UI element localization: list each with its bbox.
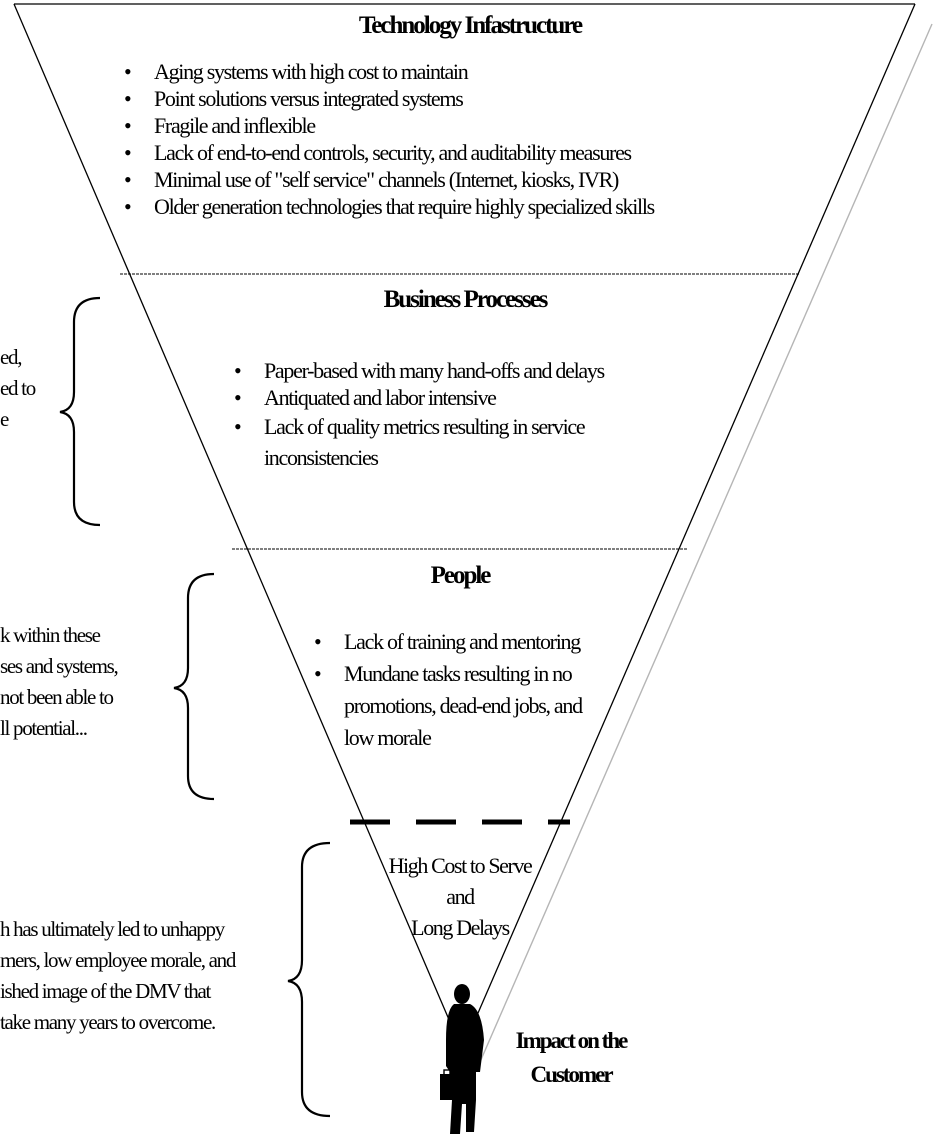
side-note-line: mers, low employee morale, and xyxy=(0,948,236,972)
list-item: Point solutions versus integrated system… xyxy=(120,85,840,112)
list-item: Lack of training and mentoring xyxy=(310,626,630,658)
side-note-line: ed, xyxy=(0,345,22,369)
brace-people xyxy=(173,572,215,801)
layer-title-people: People xyxy=(430,562,492,589)
tip-line-3: Long Delays xyxy=(411,915,510,940)
list-item: Paper-based with many hand-offs and dela… xyxy=(230,357,650,384)
list-item: Fragile and inflexible xyxy=(120,112,840,139)
brace-impact xyxy=(287,841,331,1118)
list-item: Lack of end-to-end controls, security, a… xyxy=(120,139,840,166)
list-item: Aging systems with high cost to maintain xyxy=(120,58,840,85)
side-note-business: ed, ed to e xyxy=(0,342,36,435)
side-note-line: ed to xyxy=(0,376,36,400)
list-item: Older generation technologies that requi… xyxy=(120,193,840,220)
side-note-line: k within these xyxy=(0,623,101,647)
side-note-line: take many years to overcome. xyxy=(0,1010,216,1034)
funnel-left-edge xyxy=(13,3,463,1051)
tip-line-2: and xyxy=(446,884,475,909)
impact-line-2: Customer xyxy=(530,1062,613,1087)
funnel-shadow-line xyxy=(479,23,933,1063)
list-item: Antiquated and labor intensive xyxy=(230,384,650,411)
side-note-line: h has ultimately led to unhappy xyxy=(0,917,225,941)
business-processes-bullet-list: Paper-based with many hand-offs and dela… xyxy=(230,357,650,473)
side-note-line: ll potential... xyxy=(0,716,88,740)
list-item: Mundane tasks resulting in no promotions… xyxy=(310,658,614,754)
side-note-line: ished image of the DMV that xyxy=(0,979,211,1003)
side-note-line: e xyxy=(0,407,9,431)
side-note-line: not been able to xyxy=(0,685,114,709)
layer-title-technology: Technology Infastructure xyxy=(358,12,583,39)
list-item: Lack of quality metrics resulting in ser… xyxy=(230,411,624,473)
impact-line-1: Impact on the xyxy=(515,1028,629,1053)
side-note-line: ses and systems, xyxy=(0,654,119,678)
side-note-people: k within these ses and systems, not been… xyxy=(0,620,119,744)
list-item: Minimal use of "self service" channels (… xyxy=(120,166,840,193)
tip-line-1: High Cost to Serve xyxy=(388,853,533,878)
people-bullet-list: Lack of training and mentoring Mundane t… xyxy=(310,626,630,754)
funnel-tip-text: High Cost to Serve and Long Delays xyxy=(360,850,560,943)
layer-title-business-processes: Business Processes xyxy=(383,286,549,313)
impact-on-customer-label: Impact on the Customer xyxy=(496,1024,646,1092)
side-note-impact: h has ultimately led to unhappy mers, lo… xyxy=(0,914,236,1038)
businessman-with-briefcase-icon xyxy=(440,984,484,1134)
technology-bullet-list: Aging systems with high cost to maintain… xyxy=(120,58,840,220)
brace-business-processes xyxy=(59,296,101,527)
